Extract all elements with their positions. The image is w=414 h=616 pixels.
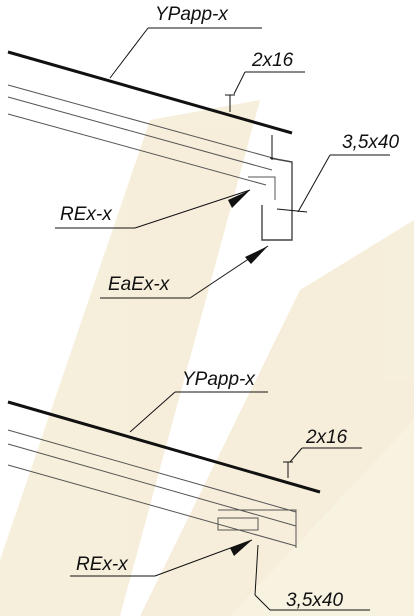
screw (276, 208, 308, 213)
nail-label-bottom: 2x16 (305, 427, 348, 448)
profile-box-bottom (218, 509, 297, 548)
roof-deck-line-1 (7, 84, 281, 161)
profile-arrow-bottom (230, 540, 252, 556)
profile-arrow-top (228, 190, 250, 208)
nail-label-top: 2x16 (251, 50, 294, 71)
screw-label-bottom: 3,5x40 (286, 590, 343, 611)
screw-bottom (254, 544, 259, 596)
roof-deck-line-b3 (7, 464, 297, 547)
watermark-logo (0, 100, 414, 616)
roof-deck-line-b1 (7, 429, 297, 513)
roof-membrane-line (7, 50, 293, 135)
eaves-profile (261, 157, 293, 241)
roof-deck-line-2 (7, 96, 273, 171)
eaves-label: EaEx-x (108, 274, 171, 295)
ridge-profile (248, 176, 276, 200)
eaves-arrow (245, 246, 268, 264)
screw-leader-bottom (254, 594, 370, 611)
screw-label-top: 3,5x40 (342, 132, 399, 153)
detail-top: YPapp-x 2x16 3,5x40 REx-x EaEx-x (7, 4, 399, 299)
membrane-label-top: YPapp-x (155, 4, 229, 25)
roof-deck-line-b2 (7, 443, 297, 527)
membrane-label-bottom: YPapp-x (182, 369, 256, 390)
roof-deck-line-3 (7, 113, 267, 186)
detail-bottom: YPapp-x 2x16 REx-x 3,5x40 (7, 369, 370, 611)
profile-label-bottom: REx-x (76, 554, 129, 575)
roof-membrane-line-bottom (7, 400, 321, 494)
profile-label-top: REx-x (60, 204, 113, 225)
